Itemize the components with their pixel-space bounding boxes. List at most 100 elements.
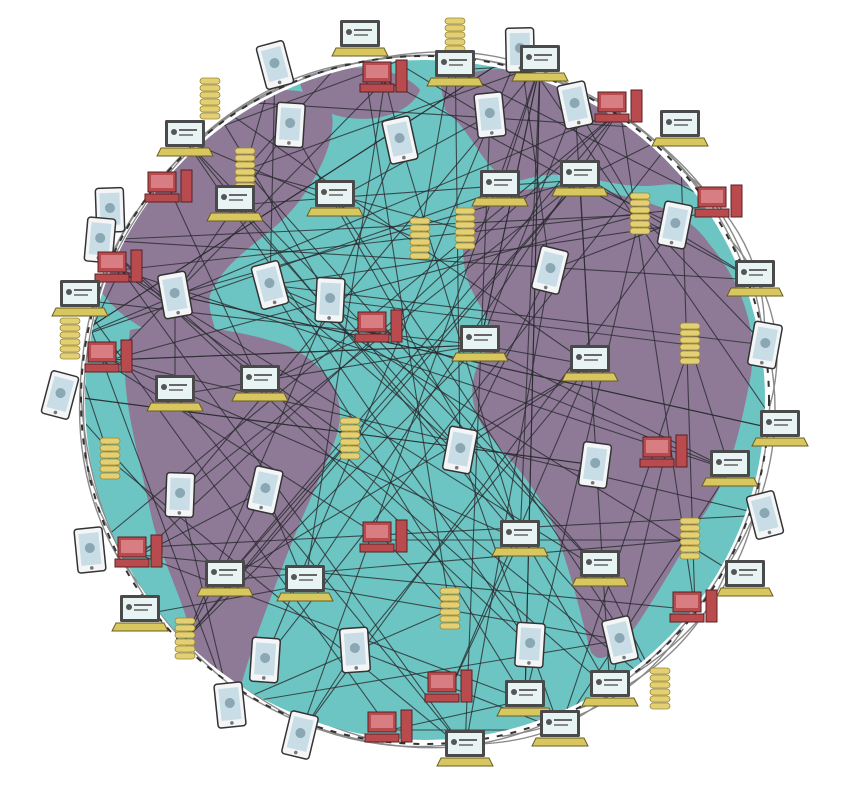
tablet-icon (73, 526, 107, 574)
connection-line (174, 294, 765, 431)
laptop-icon (426, 50, 484, 87)
connection-line (209, 99, 331, 301)
connection-line (224, 109, 621, 581)
connection-line (244, 169, 601, 571)
tablet-icon (281, 710, 319, 760)
connection-line (269, 284, 461, 451)
tablet-icon (514, 621, 546, 669)
laptop-icon (111, 595, 169, 632)
laptop-icon (231, 365, 289, 402)
connection-line (354, 364, 591, 651)
laptop-icon (751, 410, 809, 447)
tablet-icon (577, 440, 613, 490)
connection-line (119, 269, 731, 471)
connection-line (184, 60, 456, 141)
outer-connection-line (318, 721, 548, 749)
tablet-icon (40, 370, 80, 420)
laptop-icon (51, 280, 109, 317)
tablet-icon (274, 101, 306, 149)
connection-line (304, 79, 386, 586)
tablet-icon (381, 115, 419, 165)
connection-line (519, 64, 541, 541)
laptop-icon (511, 45, 569, 82)
tablet-icon (747, 320, 783, 370)
coin-stack-icon (679, 517, 701, 560)
connection-line (89, 514, 765, 551)
laptop-icon (156, 120, 214, 157)
connection-line (109, 214, 641, 361)
connection-line (329, 299, 461, 451)
connection-line (119, 269, 351, 441)
connection-line (174, 344, 481, 396)
connection-line (329, 299, 691, 346)
connection-line (479, 344, 731, 471)
laptop-icon (726, 260, 784, 297)
coin-stack-icon (99, 437, 121, 480)
tablet-icon (246, 465, 284, 515)
connection-line (85, 60, 521, 341)
coin-stack-icon (59, 317, 81, 360)
connection-line (184, 179, 581, 641)
coin-stack-icon (649, 667, 671, 710)
tablet-icon (441, 425, 479, 475)
laptop-icon (276, 565, 334, 602)
dashed-rim (80, 55, 770, 745)
coin-stack-icon (439, 587, 461, 630)
laptop-icon (701, 450, 759, 487)
connection-line (269, 64, 276, 286)
outer-connection-line (243, 693, 467, 748)
coin-stack-icon (199, 77, 221, 120)
outer-connection-line (78, 385, 121, 561)
laptop-icon (146, 375, 204, 412)
connection-line (304, 584, 621, 641)
connection-line (524, 64, 541, 701)
laptop-icon (206, 185, 264, 222)
connection-line (244, 64, 541, 171)
connection-line (574, 104, 611, 691)
connection-line (109, 344, 481, 361)
devices (40, 17, 809, 767)
coin-stack-icon (174, 617, 196, 660)
desktop-computer-icon (354, 309, 403, 343)
connection-line (99, 239, 756, 281)
laptop-icon (196, 560, 254, 597)
tablet-icon (601, 615, 639, 665)
connection-line (559, 469, 731, 731)
coin-stack-icon (339, 417, 361, 460)
laptop-icon (531, 710, 589, 747)
connection-line (224, 364, 591, 581)
laptop-icon (306, 180, 364, 217)
outer-connection-line (383, 51, 587, 96)
laptop-icon (331, 20, 389, 57)
tablet-icon (157, 270, 193, 320)
laptop-icon (451, 325, 509, 362)
desktop-computer-icon (359, 59, 408, 93)
connection-line (234, 179, 581, 206)
connection-line (354, 649, 561, 731)
connection-line (184, 139, 531, 646)
connection-line (99, 239, 466, 740)
desktop-computer-icon (594, 89, 643, 123)
laptop-icon (651, 110, 709, 147)
tablet-icon (556, 80, 594, 130)
connection-line (169, 189, 261, 386)
tablet-icon (473, 91, 507, 139)
tablet-icon (248, 636, 282, 684)
desktop-computer-icon (359, 519, 408, 553)
connection-line (109, 359, 765, 516)
connection-line (184, 139, 421, 241)
connection-line (224, 179, 581, 581)
tablet-icon (531, 245, 569, 295)
connection-line (689, 344, 731, 471)
desktop-computer-icon (364, 709, 413, 743)
desktop-computer-icon (694, 184, 743, 218)
desktop-computer-icon (669, 589, 718, 623)
connection-line (449, 539, 521, 691)
laptop-icon (491, 520, 549, 557)
desktop-computer-icon (144, 169, 193, 203)
connection-line (85, 339, 386, 541)
tablet-icon (656, 200, 694, 250)
laptop-icon (561, 345, 619, 382)
